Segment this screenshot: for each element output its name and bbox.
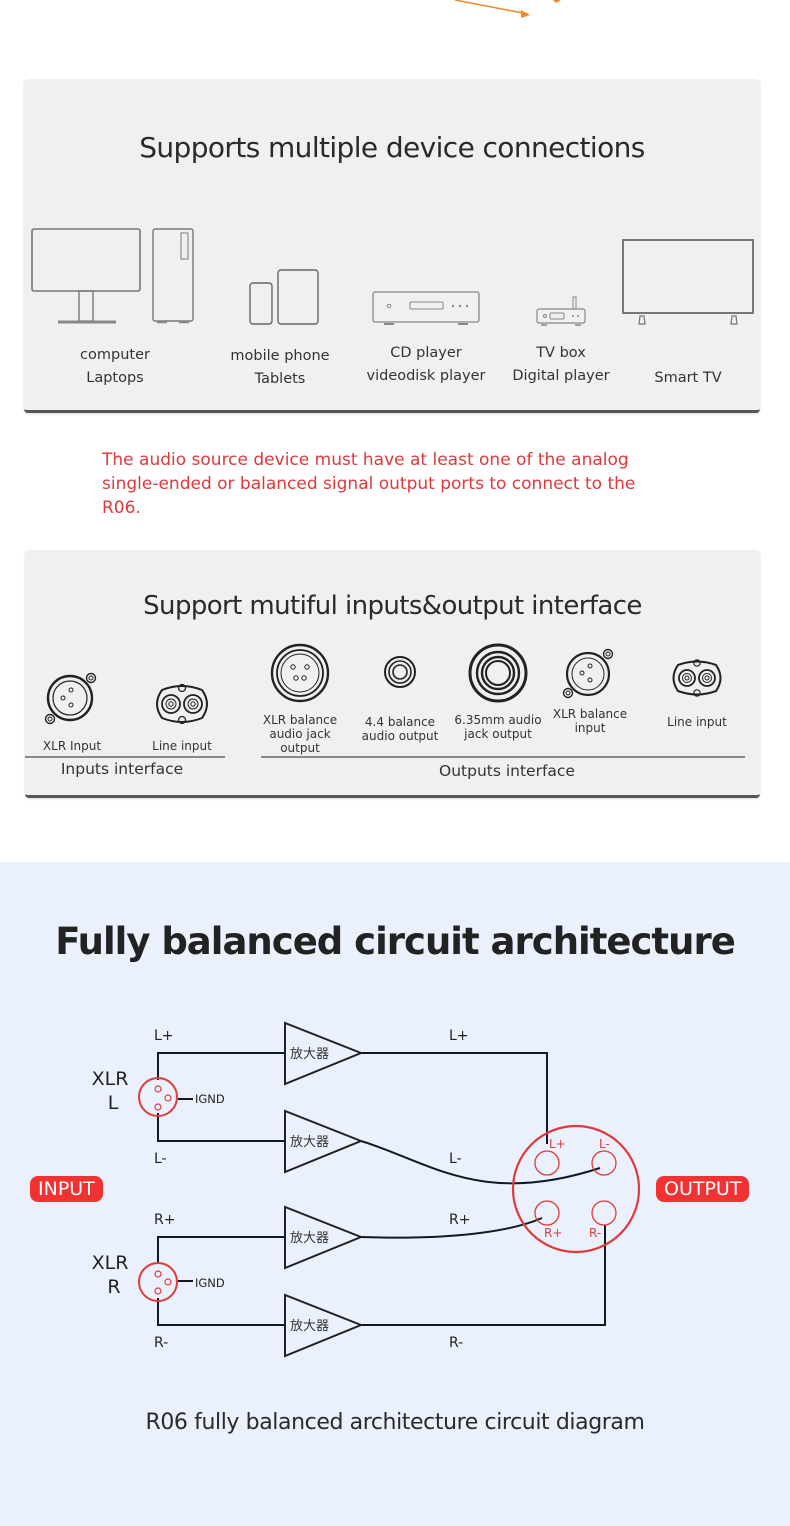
device-label: Tablets — [254, 371, 306, 387]
xlr-right-channel: R — [107, 1276, 120, 1298]
signal-label-r-minus-out: R- — [449, 1335, 463, 1351]
port-6-35-output: 6.35mm audio jack output — [453, 642, 543, 741]
device-cd-player: CD player videodisk player — [361, 289, 491, 388]
device-section-title: Supports multiple device connections — [139, 131, 645, 164]
pin-l-plus — [534, 1150, 560, 1176]
xlr-output-connector — [511, 1124, 641, 1254]
amplifier-r-plus — [284, 1205, 364, 1270]
port-xlr-balance-input: XLR balance input — [551, 646, 629, 735]
cd-player-icon — [372, 291, 480, 325]
device-label: CD player — [390, 345, 462, 361]
port-4-4-output: 4.4 balance audio output — [359, 655, 441, 743]
decorative-arrows — [454, 0, 561, 18]
wire-r-minus-out — [361, 1225, 606, 1326]
signal-label-r-plus-out: R+ — [449, 1212, 470, 1228]
rca-line-input-icon — [156, 683, 208, 725]
ignd-label: IGND — [195, 1276, 225, 1290]
architecture-caption: R06 fully balanced architecture circuit … — [145, 1410, 645, 1435]
amplifier-r-minus — [284, 1293, 364, 1358]
device-label: videodisk player — [366, 368, 486, 384]
amp-label: 放大器 — [290, 1047, 329, 1062]
interface-section-title: Support mutiful inputs&output interface — [143, 591, 642, 621]
xlr-right-label: XLR — [92, 1252, 129, 1274]
interface-panel: Support mutiful inputs&output interface … — [25, 550, 760, 798]
port-label: XLR Input — [42, 739, 102, 753]
wire-l-minus-in — [157, 1113, 285, 1142]
port-line-input: Line input — [142, 682, 222, 753]
port-label: Line input — [152, 739, 212, 753]
device-label: computer — [80, 347, 150, 363]
4-4-jack-icon — [384, 656, 416, 688]
computer-icon — [31, 228, 194, 324]
amp-label: 放大器 — [290, 1231, 329, 1246]
signal-label-r-minus: R- — [154, 1335, 168, 1351]
device-label: Smart TV — [654, 370, 722, 386]
amplifier-l-plus — [284, 1021, 364, 1086]
port-label: XLR balance input — [552, 707, 628, 735]
amp-label: 放大器 — [290, 1319, 329, 1334]
pin-l-minus — [591, 1150, 617, 1176]
signal-label-l-plus: L+ — [154, 1028, 174, 1044]
xlr-balance-input-icon — [562, 648, 614, 699]
pin-label-r-minus: R- — [589, 1226, 601, 1240]
amplifier-l-minus — [284, 1109, 364, 1174]
requirement-note: The audio source device must have at lea… — [102, 450, 636, 518]
xlr-left-connector — [138, 1077, 178, 1117]
circuit-diagram: XLR L XLR R 放大器 放大器 放大器 — [92, 1021, 641, 1358]
wire-l-minus-out — [360, 1140, 601, 1185]
port-xlr-input: XLR Input — [39, 670, 105, 753]
device-label: TV box — [536, 345, 586, 361]
inputs-group-label: Inputs interface — [60, 760, 184, 778]
outputs-divider — [261, 756, 745, 758]
device-label: mobile phone — [230, 348, 330, 364]
port-line-input-out: Line input — [657, 658, 737, 729]
xlr-left-channel: L — [108, 1092, 119, 1114]
wire-l-plus-out — [361, 1052, 548, 1144]
output-badge: OUTPUT — [656, 1176, 750, 1202]
device-tv-box: TV box Digital player — [502, 295, 620, 388]
pin-label-l-plus: L+ — [549, 1137, 566, 1151]
pin-label-l-minus: L- — [599, 1137, 610, 1151]
mobile-tablet-icon — [249, 269, 319, 325]
device-label: Digital player — [512, 368, 610, 384]
device-smart-tv: Smart TV — [620, 237, 756, 390]
signal-label-l-minus: L- — [154, 1151, 167, 1167]
port-label: 4.4 balance audio output — [361, 715, 439, 743]
6-35-jack-icon — [468, 643, 528, 703]
signal-label-l-minus-out: L- — [449, 1151, 462, 1167]
pin-r-plus — [534, 1200, 560, 1226]
signal-label-r-plus: R+ — [154, 1212, 175, 1228]
wire-r-plus-in — [157, 1236, 285, 1264]
port-label: Line input — [667, 715, 727, 729]
device-label: Laptops — [86, 370, 144, 386]
xlr-input-icon — [44, 672, 97, 725]
architecture-section: Fully balanced circuit architecture XLR … — [0, 862, 790, 1526]
device-computer: computer Laptops — [30, 227, 200, 390]
smart-tv-icon — [622, 239, 754, 325]
wire-r-plus-out — [360, 1217, 543, 1239]
wire-r-minus-in — [157, 1298, 285, 1326]
wire-l-plus-in — [157, 1052, 285, 1080]
inputs-divider — [25, 756, 225, 758]
ignd-label: IGND — [195, 1092, 225, 1106]
pin-r-minus — [591, 1200, 617, 1226]
architecture-title: Fully balanced circuit architecture — [55, 920, 736, 963]
xlr-right-connector — [138, 1262, 178, 1302]
amp-label: 放大器 — [290, 1135, 329, 1150]
rca-line-input-icon — [672, 659, 722, 697]
xlr-4pin-output-icon — [270, 643, 330, 703]
device-connections-panel: Supports multiple device connections com… — [24, 79, 760, 413]
signal-label-l-plus-out: L+ — [449, 1028, 469, 1044]
pin-label-r-plus: R+ — [544, 1226, 562, 1240]
port-label: XLR balance audio jack output — [262, 713, 338, 755]
tv-box-icon — [536, 296, 586, 326]
device-mobile: mobile phone Tablets — [220, 267, 340, 391]
input-badge: INPUT — [30, 1176, 103, 1202]
port-label: 6.35mm audio jack output — [454, 713, 542, 741]
port-xlr-output: XLR balance audio jack output — [257, 642, 343, 755]
outputs-group-label: Outputs interface — [439, 762, 575, 780]
xlr-left-label: XLR — [92, 1068, 129, 1090]
